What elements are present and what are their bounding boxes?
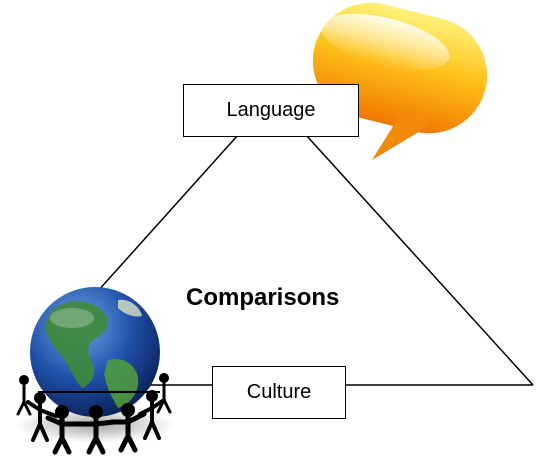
edge-language-right [305,134,534,386]
edge-language-culture [96,134,239,293]
culture-label: Culture [246,381,312,403]
people-circle-icon [16,373,172,455]
language-box: Language [183,84,359,137]
language-label: Language [226,99,316,121]
culture-box: Culture [212,366,346,419]
comparisons-label: Comparisons [186,284,340,311]
